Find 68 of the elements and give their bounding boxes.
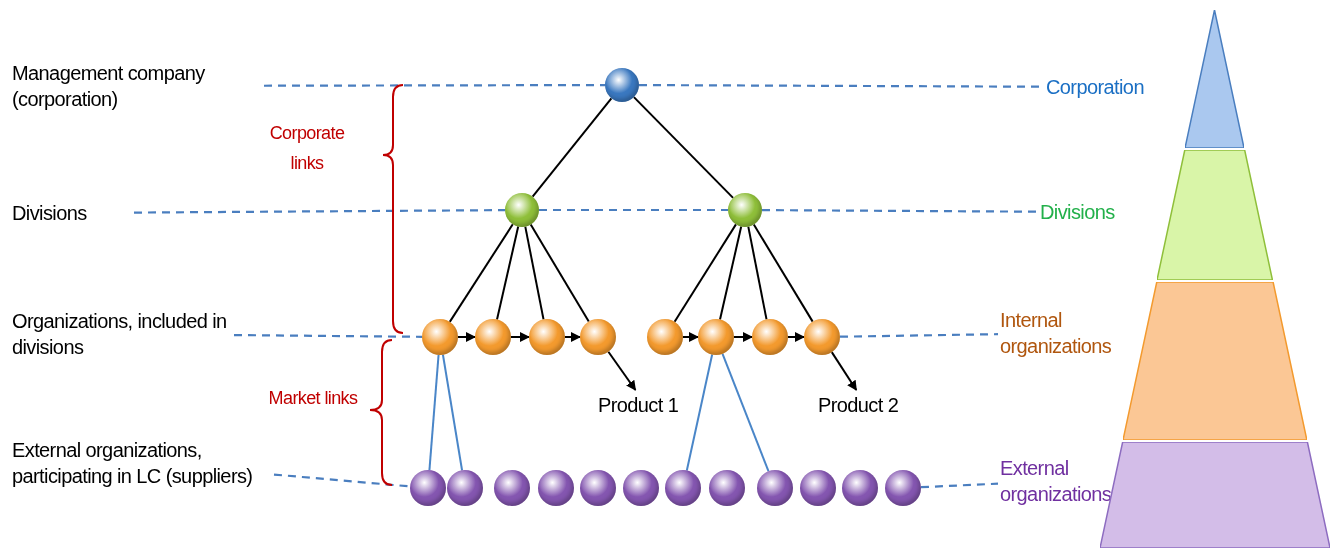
brace-label: Corporate links [268,122,346,175]
level-label: External organizations, participating in LC (suppliers) [12,437,272,489]
circle-node [804,319,840,355]
arrow [682,332,699,342]
connector-line [448,223,514,323]
circle-node [757,470,793,506]
connector-line [441,353,464,472]
circle-node [410,470,446,506]
arrow [564,332,581,342]
connector-line [496,225,520,321]
circle-node [605,68,639,102]
circle-node [698,319,734,355]
arrow [510,332,530,342]
circle-node [494,470,530,506]
product-label: Product 2 [818,392,914,418]
dashed-line [273,473,411,488]
connector-line [721,352,770,473]
connector-line [428,353,440,472]
dashed-line [264,83,605,87]
circle-node [752,319,788,355]
level-label: Corporation [1046,74,1176,100]
circle-node [842,470,878,506]
connector-line [719,225,743,321]
arrow [457,332,476,342]
connector-line [752,223,814,323]
pyramid-tier [1123,282,1307,440]
pyramid-tier [1157,150,1273,280]
circle-node [580,319,616,355]
dashed-line [234,333,422,338]
circle-node [623,470,659,506]
product-label: Product 1 [598,392,694,418]
level-label: Divisions [12,200,132,226]
circle-node [422,319,458,355]
circle-node [709,470,745,506]
arrow [733,332,753,342]
circle-node [538,470,574,506]
brace-label: Market links [268,387,358,410]
arrow [607,350,637,391]
pyramid-tier [1185,10,1245,148]
level-label: External organizations [1000,455,1112,507]
connector-line [747,225,768,321]
dashed-line [134,209,505,214]
connector-line [685,353,714,472]
circle-node [505,193,539,227]
connector-line [531,97,613,198]
level-label: Internal organizations [1000,307,1140,359]
circle-node [647,319,683,355]
circle-node [800,470,836,506]
dashed-line [840,333,998,338]
arrow [830,351,858,391]
level-label: Management company (corporation) [12,60,262,112]
circle-node [885,470,921,506]
circle-node [665,470,701,506]
level-label: Divisions [1040,199,1140,225]
connector-line [529,223,590,323]
arrow [787,332,805,342]
connector-line [632,96,735,199]
connector-line [524,225,545,321]
circle-node [475,319,511,355]
circle-node [529,319,565,355]
connector-line [673,223,737,323]
level-label: Organizations, included in divisions [12,308,232,360]
circle-node [728,193,762,227]
dashed-line [762,209,1038,213]
circle-node [447,470,483,506]
dashed-line [539,208,728,212]
circle-node [580,470,616,506]
dashed-line [920,482,999,489]
